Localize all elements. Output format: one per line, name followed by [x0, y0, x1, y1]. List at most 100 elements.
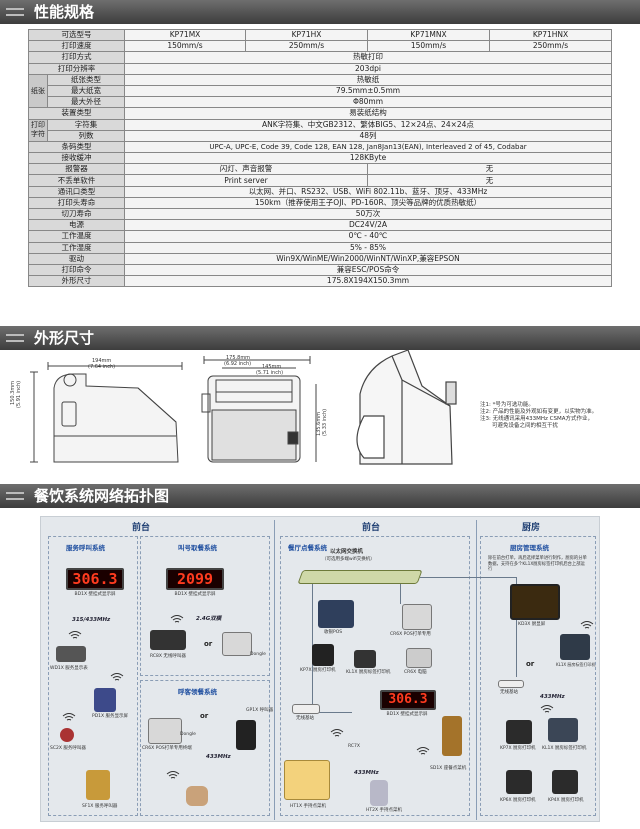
spec-label: 通讯口类型: [28, 185, 125, 198]
panel-service: [48, 536, 138, 816]
table-row: 通讯口类型 以太网、并口、RS232、USB、WiFi 802.11b、蓝牙、顶…: [28, 185, 612, 198]
dimension-notes: 注1: *号为可选功能。 注2: 产品的性能及外观如有变更，以实物为准。 注3:…: [480, 402, 630, 430]
network-line: [400, 584, 401, 604]
table-row: 不丢单软件 Print server 无: [28, 174, 612, 187]
cr6x-b-device: [402, 604, 432, 630]
spec-value: 50万次: [124, 207, 612, 221]
note-line: 可避免设备之间的相互干扰: [492, 423, 559, 429]
dim-section-title: 外形尺寸: [34, 329, 95, 347]
panel-title-pickup: 叫号取餐系统: [178, 544, 217, 552]
device-caption: GP1X 呼叫器: [246, 708, 274, 713]
spec-section-header: 性能规格: [0, 0, 640, 24]
spec-value: 无: [367, 163, 612, 176]
wifi-icon: [330, 729, 344, 737]
ht1x-menu-device: [284, 760, 330, 800]
wifi-icon: [170, 615, 184, 623]
device-caption: KP7X 厨房打印机: [300, 668, 336, 673]
zone-divider: [274, 520, 275, 820]
zone-divider: [476, 520, 477, 820]
device-caption: RC8X 无线呼叫器: [150, 654, 186, 659]
panel-order: [280, 536, 470, 816]
wifi-icon: [416, 747, 430, 755]
spec-label: 打印命令: [28, 263, 125, 277]
spec-label: 打印头寿命: [28, 196, 125, 210]
spec-value: Win9X/WinME/Win2000/WinNT/WinXP,兼容EPSON: [124, 252, 612, 265]
spec-value: 以太网、并口、RS232、USB、WiFi 802.11b、蓝牙、顶牙、433M…: [124, 185, 612, 198]
spec-value: 150mm/s: [124, 40, 246, 53]
table-row: 装置类型 易装纸结构: [28, 107, 612, 120]
network-line: [516, 577, 517, 677]
kl1x-device: [354, 650, 376, 668]
led-display-board: 2099: [166, 568, 224, 590]
kp7x-b-device: [506, 720, 532, 744]
zone-title-front: 前台: [362, 523, 381, 533]
device-caption: BD1X 壁挂式显示屏: [74, 592, 116, 597]
spec-value: Print server: [124, 174, 368, 187]
network-line: [312, 712, 352, 713]
spec-label: 电源: [28, 219, 125, 232]
front-width-label: 175.8mm: [226, 355, 251, 361]
spec-label: 打印方式: [28, 51, 125, 64]
spec-value: Φ80mm: [124, 96, 612, 109]
device-caption: PD1X 服务显示屏: [92, 714, 129, 719]
device-caption: Dongle: [250, 652, 266, 657]
panel-title-guest: 呼客领餐系统: [178, 688, 217, 696]
led-display-board: 306.3: [380, 690, 436, 710]
cr6x-c-device: [406, 648, 432, 668]
spec-group-label: 纸张: [28, 73, 48, 109]
spec-value: 热敏纸: [124, 73, 612, 86]
table-row: 驱动 Win9X/WinME/Win2000/WinNT/WinXP,兼容EPS…: [28, 252, 612, 265]
wifi-icon: [110, 673, 124, 681]
spec-label: 接收缓冲: [28, 152, 125, 165]
device-caption: KP7X 厨房打印机: [500, 746, 536, 751]
or-label: or: [200, 712, 209, 720]
ht2x-device: [370, 780, 388, 806]
spec-value: 250mm/s: [245, 40, 368, 53]
device-caption: KD3X 厨显屏: [518, 622, 546, 627]
table-row: 工作温度 0℃ - 40℃: [28, 230, 612, 243]
gp1x-device: [236, 720, 256, 750]
table-row: 切刀寿命 50万次: [28, 207, 612, 221]
kl1x-b-device: [560, 634, 590, 660]
spec-label: 驱动: [28, 252, 125, 265]
device-caption: SF1X 服务呼叫器: [82, 804, 118, 809]
device-caption: CR6X 电脑: [404, 670, 427, 675]
device-caption: HT2X 手持点菜机: [366, 808, 403, 813]
spec-value: 79.5mm±0.5mm: [124, 84, 612, 98]
panel-kitchen: [480, 536, 596, 816]
kp6x-device: [506, 770, 532, 794]
spec-value: 热敏打印: [124, 51, 612, 64]
rc8x-device: [150, 630, 186, 650]
printer-front-view-drawing: [201, 356, 317, 463]
device-caption: KL1X 厨房标签打印机: [556, 662, 596, 667]
spec-section-title: 性能规格: [34, 3, 95, 21]
device-caption: 无线基站: [296, 716, 314, 721]
wifi-icon: [580, 621, 594, 629]
device-caption: KL1X 厨房标签打印机: [542, 746, 587, 751]
device-caption: BD1X 壁挂式显示屏: [386, 712, 428, 717]
spec-value: 易装纸结构: [124, 107, 612, 120]
spec-model: KP71HNX: [489, 28, 612, 42]
header-deco-icon: [6, 334, 24, 342]
spec-value: 0℃ - 40℃: [124, 230, 612, 243]
spec-value: 150km（推荐使用王子OJI、PD-160R、顶尖等品牌的优质热敏纸）: [124, 196, 612, 210]
spec-value: 203dpi: [124, 62, 612, 75]
frequency-label: 2.4G双模: [196, 616, 222, 622]
panel-title-service: 服务呼叫系统: [66, 544, 105, 552]
wifi-icon: [540, 705, 554, 713]
table-row: 打印命令 兼容ESC/POS命令: [28, 263, 612, 277]
spec-label: 打印速度: [28, 40, 125, 53]
switch-label: 以太网交换机: [330, 549, 364, 555]
panel-pickup: [140, 536, 270, 676]
printer-perspective-drawing: [356, 349, 457, 465]
device-caption: RC7X: [348, 744, 360, 749]
header-deco-icon: [6, 492, 24, 500]
side-width-inch: (7.64 inch): [88, 364, 116, 370]
spec-value: 兼容ESC/POS命令: [124, 263, 612, 277]
wifi-icon: [166, 771, 180, 779]
front-inner-inch: (5.71 inch): [256, 370, 284, 376]
table-row: 可选型号 KP71MX KP71HX KP71MNX KP71HNX: [28, 28, 612, 42]
spec-group-label: 打印字符: [28, 118, 48, 142]
table-row: 打印头寿命 150km（推荐使用王子OJI、PD-160R、顶尖等品牌的优质热敏…: [28, 196, 612, 210]
dongle-printer-device: [222, 632, 252, 656]
